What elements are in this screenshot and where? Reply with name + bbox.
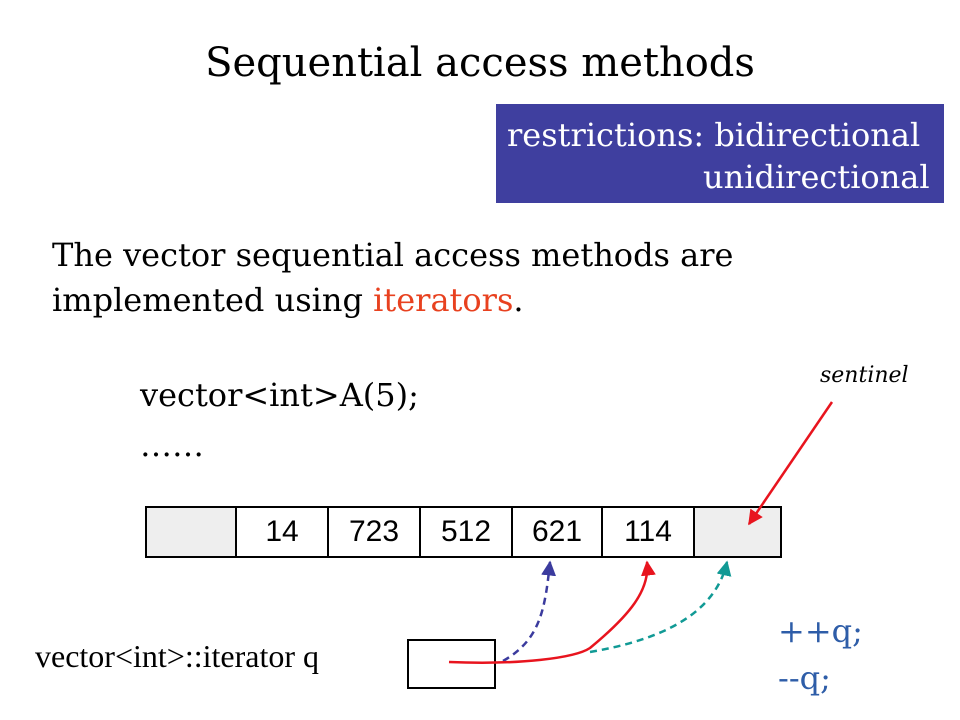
- iterators-highlight: iterators: [373, 281, 514, 319]
- intro-line-2-prefix: implemented using: [52, 281, 374, 319]
- code-block: vector<int>A(5); ……: [140, 370, 419, 470]
- intro-line-2-suffix: .: [513, 281, 524, 319]
- intro-text: The vector sequential access methods are…: [52, 233, 733, 323]
- code-line-2: ……: [140, 426, 204, 464]
- sentinel-label: sentinel: [820, 363, 909, 388]
- decrement-arrow: [502, 560, 557, 663]
- operations: ++q; --q;: [778, 608, 863, 702]
- iterator-box: [407, 639, 496, 689]
- vector-cell-2: 723: [327, 506, 421, 558]
- restrictions-line-2: unidirectional: [703, 158, 930, 196]
- page-title: Sequential access methods: [205, 40, 755, 86]
- restrictions-box: restrictions: bidirectional unidirection…: [496, 104, 944, 203]
- iterator-declaration: vector<int>::iterator q: [35, 638, 319, 674]
- vector-cell-sentinel: [693, 506, 782, 558]
- vector-cell-3: 512: [419, 506, 513, 558]
- increment-operation: ++q;: [778, 612, 863, 650]
- current-position-arrow: [448, 560, 656, 664]
- vector-cell-0: [145, 506, 237, 558]
- restrictions-line-1: restrictions: bidirectional: [507, 116, 921, 154]
- intro-line-2: implemented using iterators.: [52, 278, 733, 323]
- decrement-operation: --q;: [778, 659, 831, 697]
- code-line-1: vector<int>A(5);: [140, 376, 419, 414]
- intro-line-1: The vector sequential access methods are: [52, 236, 734, 274]
- increment-arrow: [589, 560, 732, 654]
- sentinel-arrow: [747, 401, 834, 526]
- vector-cell-5: 114: [601, 506, 695, 558]
- vector-cell-1: 14: [235, 506, 329, 558]
